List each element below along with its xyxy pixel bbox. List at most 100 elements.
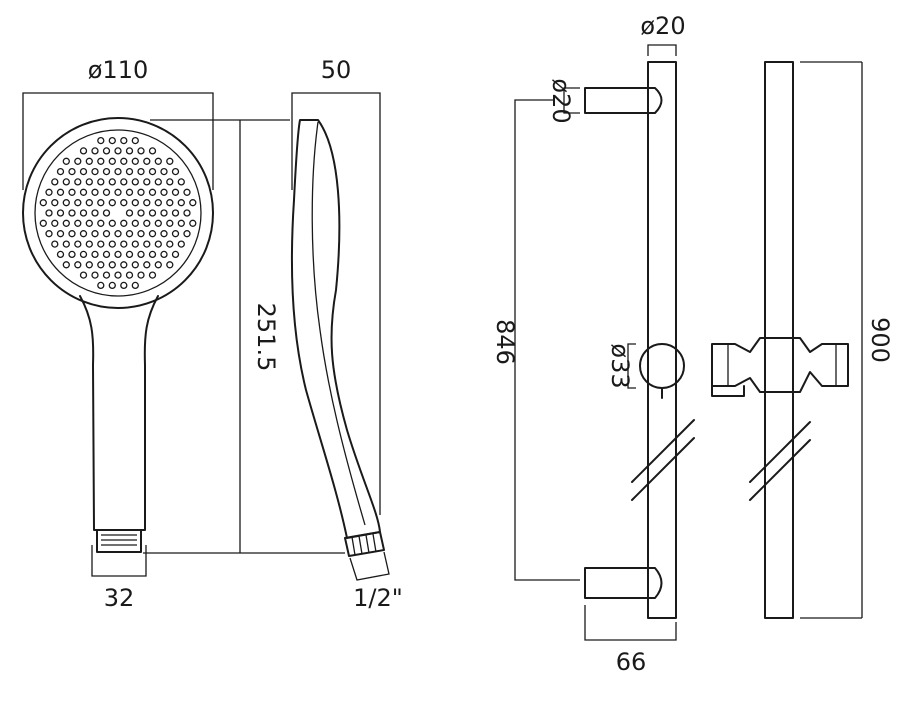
label-head-depth: 50 — [321, 56, 352, 84]
dimension-head-depth: 50 — [291, 56, 381, 515]
nozzle-hole — [97, 219, 105, 227]
nozzle-hole — [137, 167, 145, 176]
nozzle-hole — [120, 240, 128, 248]
nozzle-hole — [114, 188, 122, 196]
nozzle-hole — [91, 167, 99, 176]
nozzle-hole — [85, 219, 93, 227]
nozzle-hole — [62, 178, 70, 186]
nozzle-hole — [74, 178, 82, 186]
rail-bar — [647, 61, 677, 619]
handle-outline — [79, 295, 159, 531]
nozzle-hole — [68, 250, 76, 259]
handset-side-face — [311, 121, 366, 526]
nozzle-hole — [56, 188, 65, 196]
nozzle-hole — [177, 178, 185, 186]
nozzle-pattern — [39, 136, 197, 290]
nozzle-hole — [97, 157, 105, 165]
label-head-diameter: ø110 — [88, 56, 149, 84]
top-wall-bracket — [584, 87, 663, 114]
nozzle-hole — [154, 178, 162, 186]
label-slider-diameter: ø33 — [606, 343, 634, 388]
nozzle-hole — [39, 219, 47, 227]
riser-rail-front — [584, 61, 695, 619]
nozzle-hole — [62, 219, 70, 227]
nozzle-hole — [166, 199, 174, 207]
nozzle-hole — [137, 209, 145, 217]
nozzle-hole — [131, 219, 139, 227]
nozzle-hole — [102, 167, 111, 176]
nozzle-hole — [74, 219, 82, 227]
nozzle-hole — [68, 230, 76, 238]
label-connector-width: 32 — [104, 584, 135, 612]
nozzle-hole — [131, 199, 139, 207]
nozzle-hole — [137, 188, 145, 196]
nozzle-hole — [79, 230, 88, 238]
nozzle-hole — [166, 261, 174, 269]
nozzle-hole — [102, 250, 111, 259]
nozzle-hole — [143, 178, 151, 186]
bottom-wall-bracket — [584, 567, 663, 599]
nozzle-hole — [160, 188, 168, 196]
nozzle-hole — [148, 250, 157, 259]
nozzle-hole — [68, 209, 76, 217]
nozzle-hole — [154, 240, 162, 248]
dimension-center-distance: 846 — [491, 99, 580, 581]
handset-front-view — [22, 117, 214, 553]
nozzle-hole — [114, 230, 122, 238]
nozzle-hole — [45, 230, 53, 238]
label-center-distance: 846 — [491, 319, 519, 365]
nozzle-hole — [56, 209, 65, 217]
nozzle-hole — [125, 167, 134, 176]
nozzle-hole — [183, 188, 191, 196]
nozzle-hole — [108, 219, 116, 227]
nozzle-hole — [108, 157, 116, 165]
nozzle-hole — [183, 209, 191, 217]
nozzle-hole — [68, 167, 76, 176]
nozzle-hole — [125, 271, 134, 279]
dimension-rail-length: 900 — [800, 61, 894, 619]
nozzle-hole — [74, 157, 82, 165]
nozzle-hole — [148, 167, 157, 176]
nozzle-hole — [166, 178, 174, 186]
nozzle-hole — [108, 136, 116, 145]
handset-side-view — [291, 119, 385, 557]
nozzle-hole — [120, 219, 128, 227]
slider-holder — [711, 337, 849, 393]
nozzle-hole — [114, 167, 122, 176]
nozzle-hole — [177, 219, 185, 227]
nozzle-hole — [160, 250, 168, 259]
nozzle-hole — [148, 271, 157, 279]
nozzle-hole — [97, 261, 105, 269]
dimension-slider-diameter: ø33 — [606, 343, 636, 389]
nozzle-hole — [148, 230, 157, 238]
nozzle-hole — [91, 147, 99, 155]
nozzle-hole — [160, 167, 168, 176]
nozzle-hole — [51, 240, 59, 248]
break-line-1a — [631, 419, 695, 483]
nozzle-hole — [102, 271, 111, 279]
nozzle-hole — [120, 136, 128, 145]
nozzle-hole — [108, 199, 116, 207]
nozzle-hole — [143, 240, 151, 248]
nozzle-hole — [79, 188, 88, 196]
nozzle-hole — [97, 178, 105, 186]
nozzle-hole — [51, 199, 59, 207]
nozzle-hole — [148, 188, 157, 196]
label-bracket-depth: 66 — [616, 648, 647, 676]
label-rail-length: 900 — [866, 317, 894, 363]
nozzle-hole — [102, 230, 111, 238]
nozzle-hole — [62, 261, 70, 269]
nozzle-hole — [120, 157, 128, 165]
nozzle-hole — [91, 209, 99, 217]
nozzle-hole — [62, 199, 70, 207]
nozzle-hole — [91, 230, 99, 238]
dimension-bracket-depth: 66 — [584, 605, 677, 676]
nozzle-hole — [85, 157, 93, 165]
nozzle-hole — [108, 261, 116, 269]
dimension-thread-size: 1/2" — [349, 551, 403, 612]
nozzle-hole — [154, 157, 162, 165]
break-line-2a — [749, 421, 811, 483]
nozzle-hole — [97, 281, 105, 290]
nozzle-hole — [102, 147, 111, 155]
label-rail-diameter: ø20 — [640, 12, 685, 40]
